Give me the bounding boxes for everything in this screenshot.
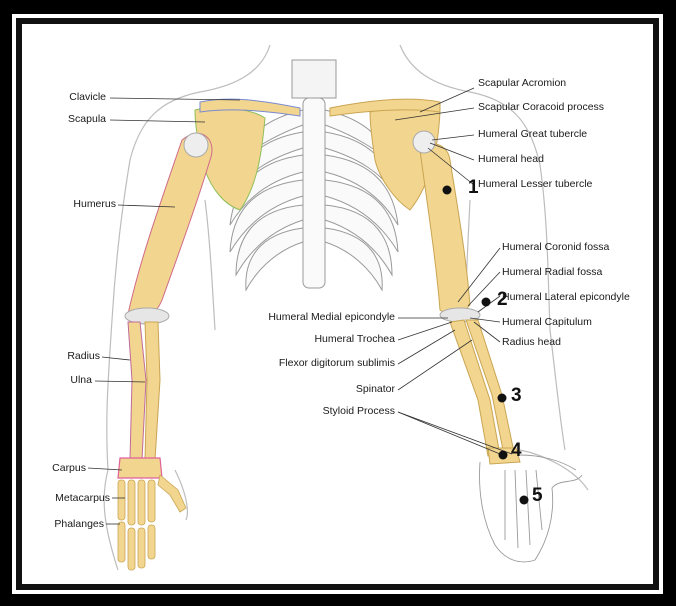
- label-styloid-process: Styloid Process: [323, 405, 395, 417]
- label-ulna: Ulna: [70, 374, 92, 386]
- label-humeral-radial-fossa: Humeral Radial fossa: [502, 266, 602, 278]
- label-humeral-trochea: Humeral Trochea: [314, 333, 395, 345]
- marker-number-2: 2: [497, 290, 508, 310]
- label-clavicle: Clavicle: [69, 91, 106, 103]
- label-radius: Radius: [67, 350, 100, 362]
- label-scapular-acromion: Scapular Acromion: [478, 77, 566, 89]
- marker-number-3: 3: [511, 386, 522, 406]
- label-humeral-lateral-epicondyle: Humeral Lateral epicondyle: [502, 291, 630, 303]
- label-phalanges: Phalanges: [54, 518, 104, 530]
- label-radius-head: Radius head: [502, 336, 561, 348]
- label-humeral-lesser-tubercle: Humeral Lesser tubercle: [478, 178, 592, 190]
- marker-number-5: 5: [532, 486, 543, 506]
- marker-dot-5: [520, 496, 529, 505]
- label-humeral-coronoid-fossa: Humeral Coronid fossa: [502, 241, 609, 253]
- marker-dot-2: [482, 298, 491, 307]
- label-spinator: Spinator: [356, 383, 395, 395]
- marker-dot-4: [499, 451, 508, 460]
- left-humeral-head: [184, 133, 208, 157]
- marker-dot-3: [498, 394, 507, 403]
- marker-number-4: 4: [511, 441, 522, 461]
- marker-dot-1: [443, 186, 452, 195]
- label-scapula: Scapula: [68, 113, 106, 125]
- label-humerus: Humerus: [73, 198, 116, 210]
- label-humeral-capitulum: Humeral Capitulum: [502, 316, 592, 328]
- marker-number-1: 1: [468, 178, 479, 198]
- label-flexor-digitorum: Flexor digitorum sublimis: [279, 357, 395, 369]
- label-scapular-coracoid: Scapular Coracoid process: [478, 101, 604, 113]
- label-carpus: Carpus: [52, 462, 86, 474]
- label-metacarpus: Metacarpus: [55, 492, 110, 504]
- right-humeral-head: [413, 131, 435, 153]
- label-humeral-head: Humeral head: [478, 153, 544, 165]
- left-carpus: [118, 458, 162, 478]
- label-humeral-medial-epicondyle: Humeral Medial epicondyle: [268, 311, 395, 323]
- label-humeral-great-tubercle: Humeral Great tubercle: [478, 128, 587, 140]
